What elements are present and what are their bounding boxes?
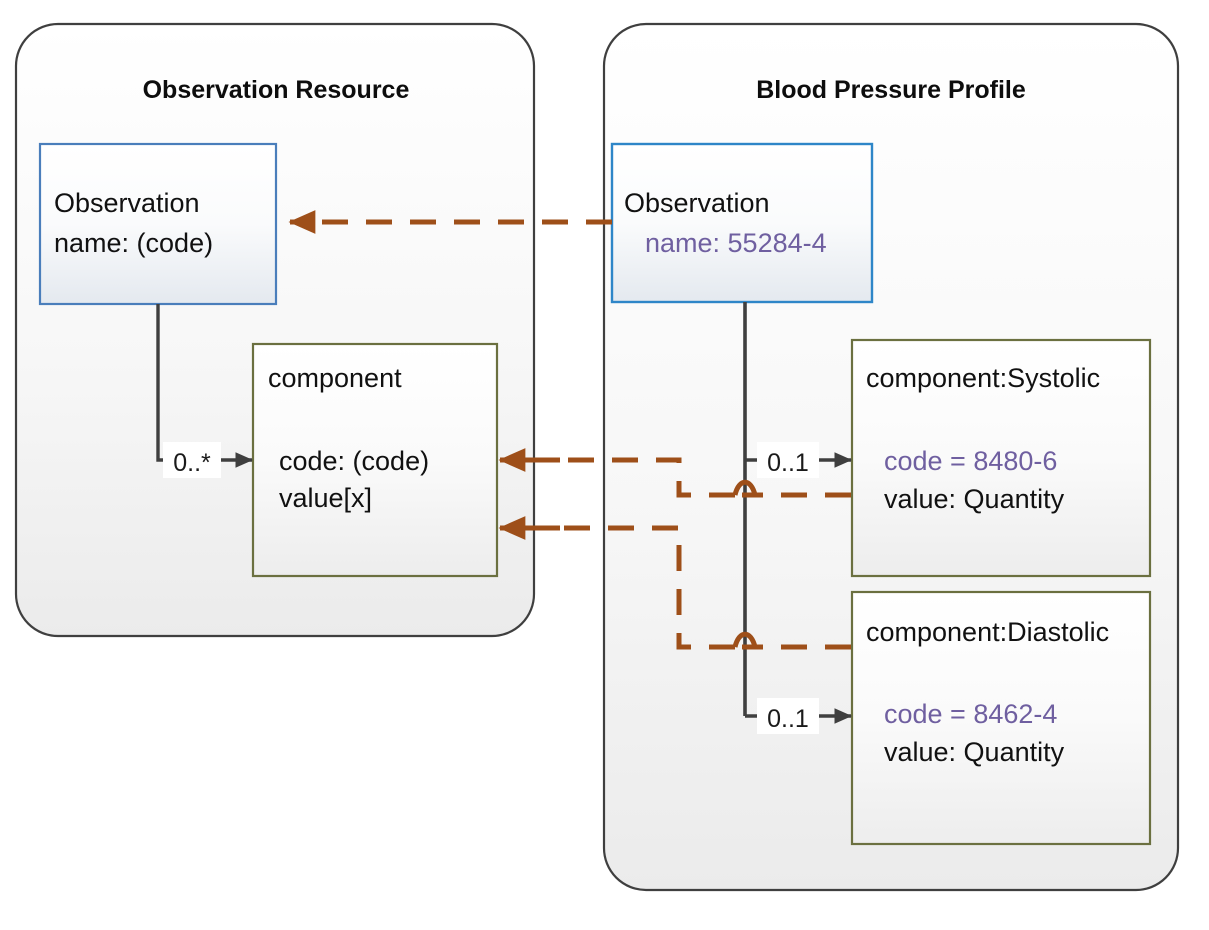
derivation-systolic	[498, 448, 851, 498]
class-component-systolic-frame	[850, 338, 1152, 578]
derivation-systolic-jump	[732, 479, 758, 496]
class-component-base-frame	[251, 342, 499, 578]
class-component-base-attr-value: value[x]	[279, 483, 372, 513]
class-component-base-attr-code: code: (code)	[279, 446, 429, 476]
class-component-diastolic[interactable]: component:Diastolic code = 8462-4 value:…	[850, 590, 1152, 846]
class-component-diastolic-attr-value: value: Quantity	[884, 737, 1065, 767]
association-observation-systolic: 0..1	[745, 442, 853, 478]
multiplicity-systolic-backdrop	[757, 442, 819, 478]
class-component-base[interactable]: component code: (code) value[x]	[251, 342, 499, 578]
multiplicity-observation-component: 0..*	[173, 449, 211, 477]
association-observation-component: 0..*	[156, 304, 254, 478]
class-observation-base-frame	[38, 142, 278, 306]
class-component-systolic[interactable]: component:Systolic code = 8480-6 value: …	[850, 338, 1152, 578]
multiplicity-observation-systolic: 0..1	[767, 449, 809, 477]
class-observation-base-attr-code: name: (code)	[54, 228, 213, 258]
class-observation-profile-attr-name: name: 55284-4	[645, 228, 827, 258]
class-component-systolic-attr-code: code = 8480-6	[884, 446, 1057, 476]
class-observation-profile-frame	[610, 142, 874, 304]
class-observation-profile-name: Observation	[624, 188, 770, 218]
multiplicity-diastolic-backdrop	[757, 698, 819, 734]
derivation-diastolic-jump	[732, 631, 758, 648]
multiplicity-many-backdrop	[163, 442, 221, 478]
class-component-diastolic-name: component:Diastolic	[866, 617, 1109, 647]
derivation-diastolic	[498, 516, 851, 650]
class-observation-profile[interactable]: Observation name: 55284-4	[610, 142, 874, 304]
panel-observation-resource-title: Observation Resource	[143, 76, 410, 104]
class-component-systolic-name: component:Systolic	[866, 363, 1100, 393]
class-component-base-name: component	[268, 363, 402, 393]
class-component-systolic-attr-value: value: Quantity	[884, 484, 1065, 514]
panel-blood-pressure-profile-title: Blood Pressure Profile	[756, 76, 1026, 104]
association-observation-diastolic: 0..1	[745, 698, 853, 734]
class-component-diastolic-attr-code: code = 8462-4	[884, 699, 1057, 729]
class-component-diastolic-frame	[850, 590, 1152, 846]
class-observation-base[interactable]: Observation name: (code)	[38, 142, 278, 306]
multiplicity-observation-diastolic: 0..1	[767, 705, 809, 733]
class-observation-base-name: Observation	[54, 188, 200, 218]
